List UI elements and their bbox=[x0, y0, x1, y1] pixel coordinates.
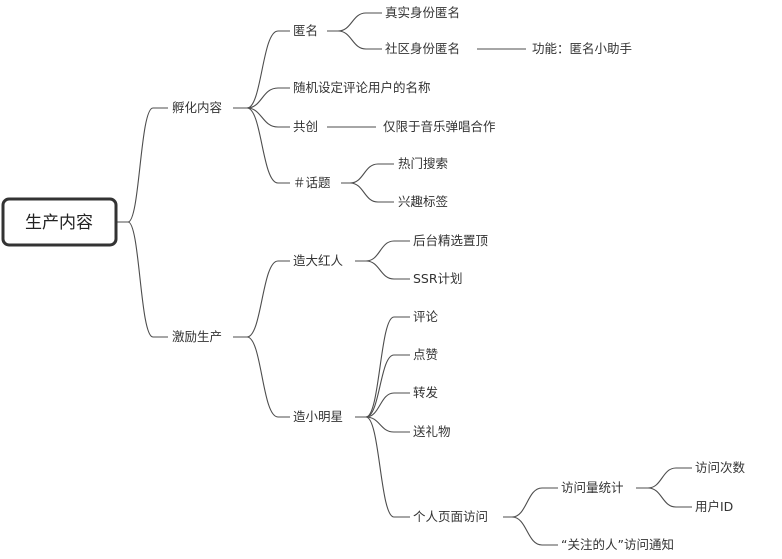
edge-incubate-anonymous bbox=[233, 30, 290, 109]
node-incentive[interactable]: 激励生产 bbox=[172, 329, 222, 344]
node-anonymous-helper-feature[interactable]: 功能：匿名小助手 bbox=[532, 41, 632, 56]
connectors bbox=[117, 12, 692, 546]
edge-incubate-random bbox=[233, 87, 290, 109]
edge-anonymous-real bbox=[327, 12, 382, 32]
root-box bbox=[1, 197, 118, 247]
node-ssr-plan[interactable]: SSR计划 bbox=[413, 271, 463, 286]
node-random-name[interactable]: 随机设定评论用户的名称 bbox=[293, 80, 431, 95]
root-label: 生产内容 bbox=[25, 213, 93, 233]
node-community-identity-anonymous[interactable]: 社区身份匿名 bbox=[385, 41, 460, 56]
node-backend-pin[interactable]: 后台精选置顶 bbox=[413, 233, 489, 248]
node-cocreate[interactable]: 共创 bbox=[293, 119, 318, 134]
edge-root-incentive bbox=[117, 221, 168, 338]
edge-incentive-influencer bbox=[233, 260, 290, 338]
edge-visit-stats bbox=[503, 487, 558, 518]
node-hot-search[interactable]: 热门搜索 bbox=[398, 156, 448, 171]
edge-star-visit bbox=[355, 416, 410, 518]
node-real-identity-anonymous[interactable]: 真实身份匿名 bbox=[385, 5, 460, 20]
node-visit-stats[interactable]: 访问量统计 bbox=[561, 480, 624, 495]
edge-star-gift bbox=[355, 416, 410, 433]
node-gift[interactable]: 送礼物 bbox=[413, 424, 451, 439]
edge-star-share bbox=[355, 392, 410, 418]
edge-star-comment bbox=[355, 316, 410, 418]
edge-stats-userid bbox=[636, 487, 692, 508]
node-profile-visit[interactable]: 个人页面访问 bbox=[413, 509, 488, 524]
node-incubate[interactable]: 孵化内容 bbox=[172, 100, 222, 115]
root-node[interactable]: 生产内容 bbox=[1, 197, 118, 247]
node-anonymous[interactable]: 匿名 bbox=[293, 23, 318, 38]
edge-visit-notify bbox=[503, 516, 558, 546]
node-star[interactable]: 造小明星 bbox=[293, 409, 343, 424]
edge-influencer-pin bbox=[355, 240, 410, 262]
node-music-collab[interactable]: 仅限于音乐弹唱合作 bbox=[383, 119, 496, 134]
edge-topic-hot bbox=[341, 163, 394, 184]
edge-incubate-topic bbox=[233, 107, 290, 184]
node-share[interactable]: 转发 bbox=[413, 385, 439, 400]
node-comment[interactable]: 评论 bbox=[413, 309, 439, 324]
edge-topic-interest bbox=[341, 182, 394, 203]
edge-incentive-star bbox=[233, 336, 290, 418]
node-follow-visit-notify[interactable]: “关注的人”访问通知 bbox=[561, 537, 674, 552]
edge-anonymous-community bbox=[327, 30, 382, 50]
node-topic[interactable]: ＃话题 bbox=[293, 175, 331, 190]
node-interest-tags[interactable]: 兴趣标签 bbox=[398, 194, 449, 209]
node-visit-count[interactable]: 访问次数 bbox=[695, 460, 746, 475]
node-influencer[interactable]: 造大红人 bbox=[293, 253, 344, 268]
node-like[interactable]: 点赞 bbox=[413, 347, 438, 362]
node-user-id[interactable]: 用户ID bbox=[695, 499, 733, 514]
edge-incubate-cocreate bbox=[233, 107, 290, 128]
edge-influencer-ssr bbox=[355, 260, 410, 280]
edge-star-like bbox=[355, 354, 410, 418]
edge-stats-count bbox=[636, 467, 692, 489]
edge-root-incubate bbox=[117, 107, 168, 223]
